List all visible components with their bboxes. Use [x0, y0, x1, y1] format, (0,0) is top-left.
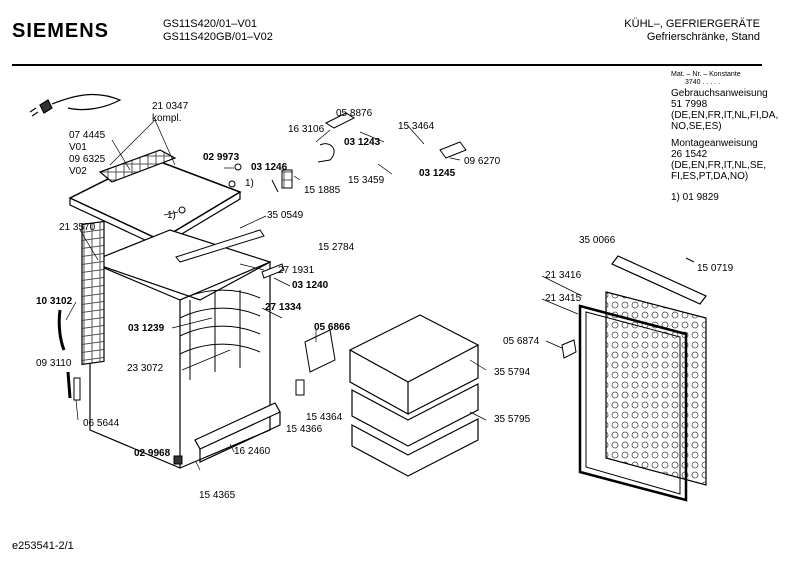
footnote: 1) 01 9829: [671, 192, 719, 203]
drawers: [348, 314, 480, 477]
part-label: 35 0066: [579, 235, 616, 246]
install-number: 26 1542: [671, 149, 708, 160]
part-label: 02 9973: [203, 152, 240, 163]
part-label: 16 2460: [234, 446, 271, 457]
part-label: 03 1239: [128, 323, 165, 334]
freezer-door: [578, 291, 707, 502]
part-label: 27 1931: [278, 265, 315, 276]
part-label: 03 1245: [419, 168, 456, 179]
manual-languages-1: (DE,EN,FR,IT,NL,FI,DA,: [671, 110, 779, 121]
document-id: e253541-2/1: [12, 540, 74, 552]
part-label: 09 3110: [36, 358, 72, 369]
top-cover: [68, 149, 242, 248]
part-label: 15 3464: [398, 121, 435, 132]
brand-logo: SIEMENS: [12, 20, 110, 42]
part-label: 35 0549: [267, 210, 304, 221]
manual-title: Gebrauchsanweisung: [671, 88, 768, 99]
part-label: 35 5794: [494, 367, 531, 378]
part-label: 05 6874: [503, 336, 540, 347]
part-label: 06 5644: [83, 418, 120, 429]
model-number-2: GS11S420GB/01–V02: [163, 31, 273, 43]
manual-languages-2: NO,SE,ES): [671, 121, 722, 132]
part-label: 21 3415: [545, 293, 582, 304]
mat-value: 3740 . . . . .: [685, 79, 721, 86]
part-label: 21 0347: [152, 101, 189, 112]
part-label: kompl.: [152, 113, 182, 124]
manual-number: 51 7998: [671, 99, 708, 110]
part-label: V02: [69, 166, 87, 177]
evaporator-shelves: [179, 289, 261, 380]
header-rule: [12, 64, 762, 66]
freezer-cabinet: [81, 220, 272, 469]
part-label: V01: [69, 142, 87, 153]
part-label: 21 3416: [545, 270, 582, 281]
part-label: 16 3106: [288, 124, 325, 135]
part-label: 03 1240: [292, 280, 329, 291]
part-label: 15 2784: [318, 242, 355, 253]
part-label: 15 4366: [286, 424, 323, 435]
part-label: 15 3459: [348, 175, 385, 186]
leader-lines: [65, 119, 583, 471]
part-label: 05 8876: [336, 108, 373, 119]
part-label: 15 0719: [697, 263, 734, 274]
part-label: 09 6270: [464, 156, 501, 167]
small-hardware: [57, 112, 695, 465]
part-label: 03 1243: [344, 137, 381, 148]
install-title: Montageanweisung: [671, 138, 758, 149]
base-plinth: [194, 402, 281, 463]
part-label: 1): [245, 178, 254, 189]
install-languages-2: FI,ES,PT,DA,NO): [671, 171, 749, 182]
power-cord: [29, 93, 122, 117]
part-label: 02 9968: [134, 448, 171, 459]
mat-label: Mat. – Nr. – Konstante: [671, 71, 741, 78]
part-label: 23 3072: [127, 363, 164, 374]
part-label: 09 6325: [69, 154, 106, 165]
part-label: 21 3570: [59, 222, 96, 233]
part-label: 27 1334: [265, 302, 302, 313]
model-number-1: GS11S420/01–V01: [163, 18, 257, 30]
part-label: 10 3102: [36, 296, 73, 307]
part-label: 05 6866: [314, 322, 351, 333]
part-label: 07 4445: [69, 130, 106, 141]
part-label: 15 4364: [306, 412, 343, 423]
part-label: 35 5795: [494, 414, 531, 425]
door-top-trim: [611, 255, 707, 305]
product-category: KÜHL–, GEFRIERGERÄTE: [624, 18, 760, 30]
part-label: 03 1246: [251, 162, 288, 173]
product-subcategory: Gefrierschränke, Stand: [646, 31, 760, 43]
install-languages-1: (DE,EN,FR,IT,NL,SE,: [671, 160, 767, 171]
part-label: 15 4365: [199, 490, 236, 501]
part-label: 15 1885: [304, 185, 341, 196]
part-label: 1): [167, 210, 176, 221]
